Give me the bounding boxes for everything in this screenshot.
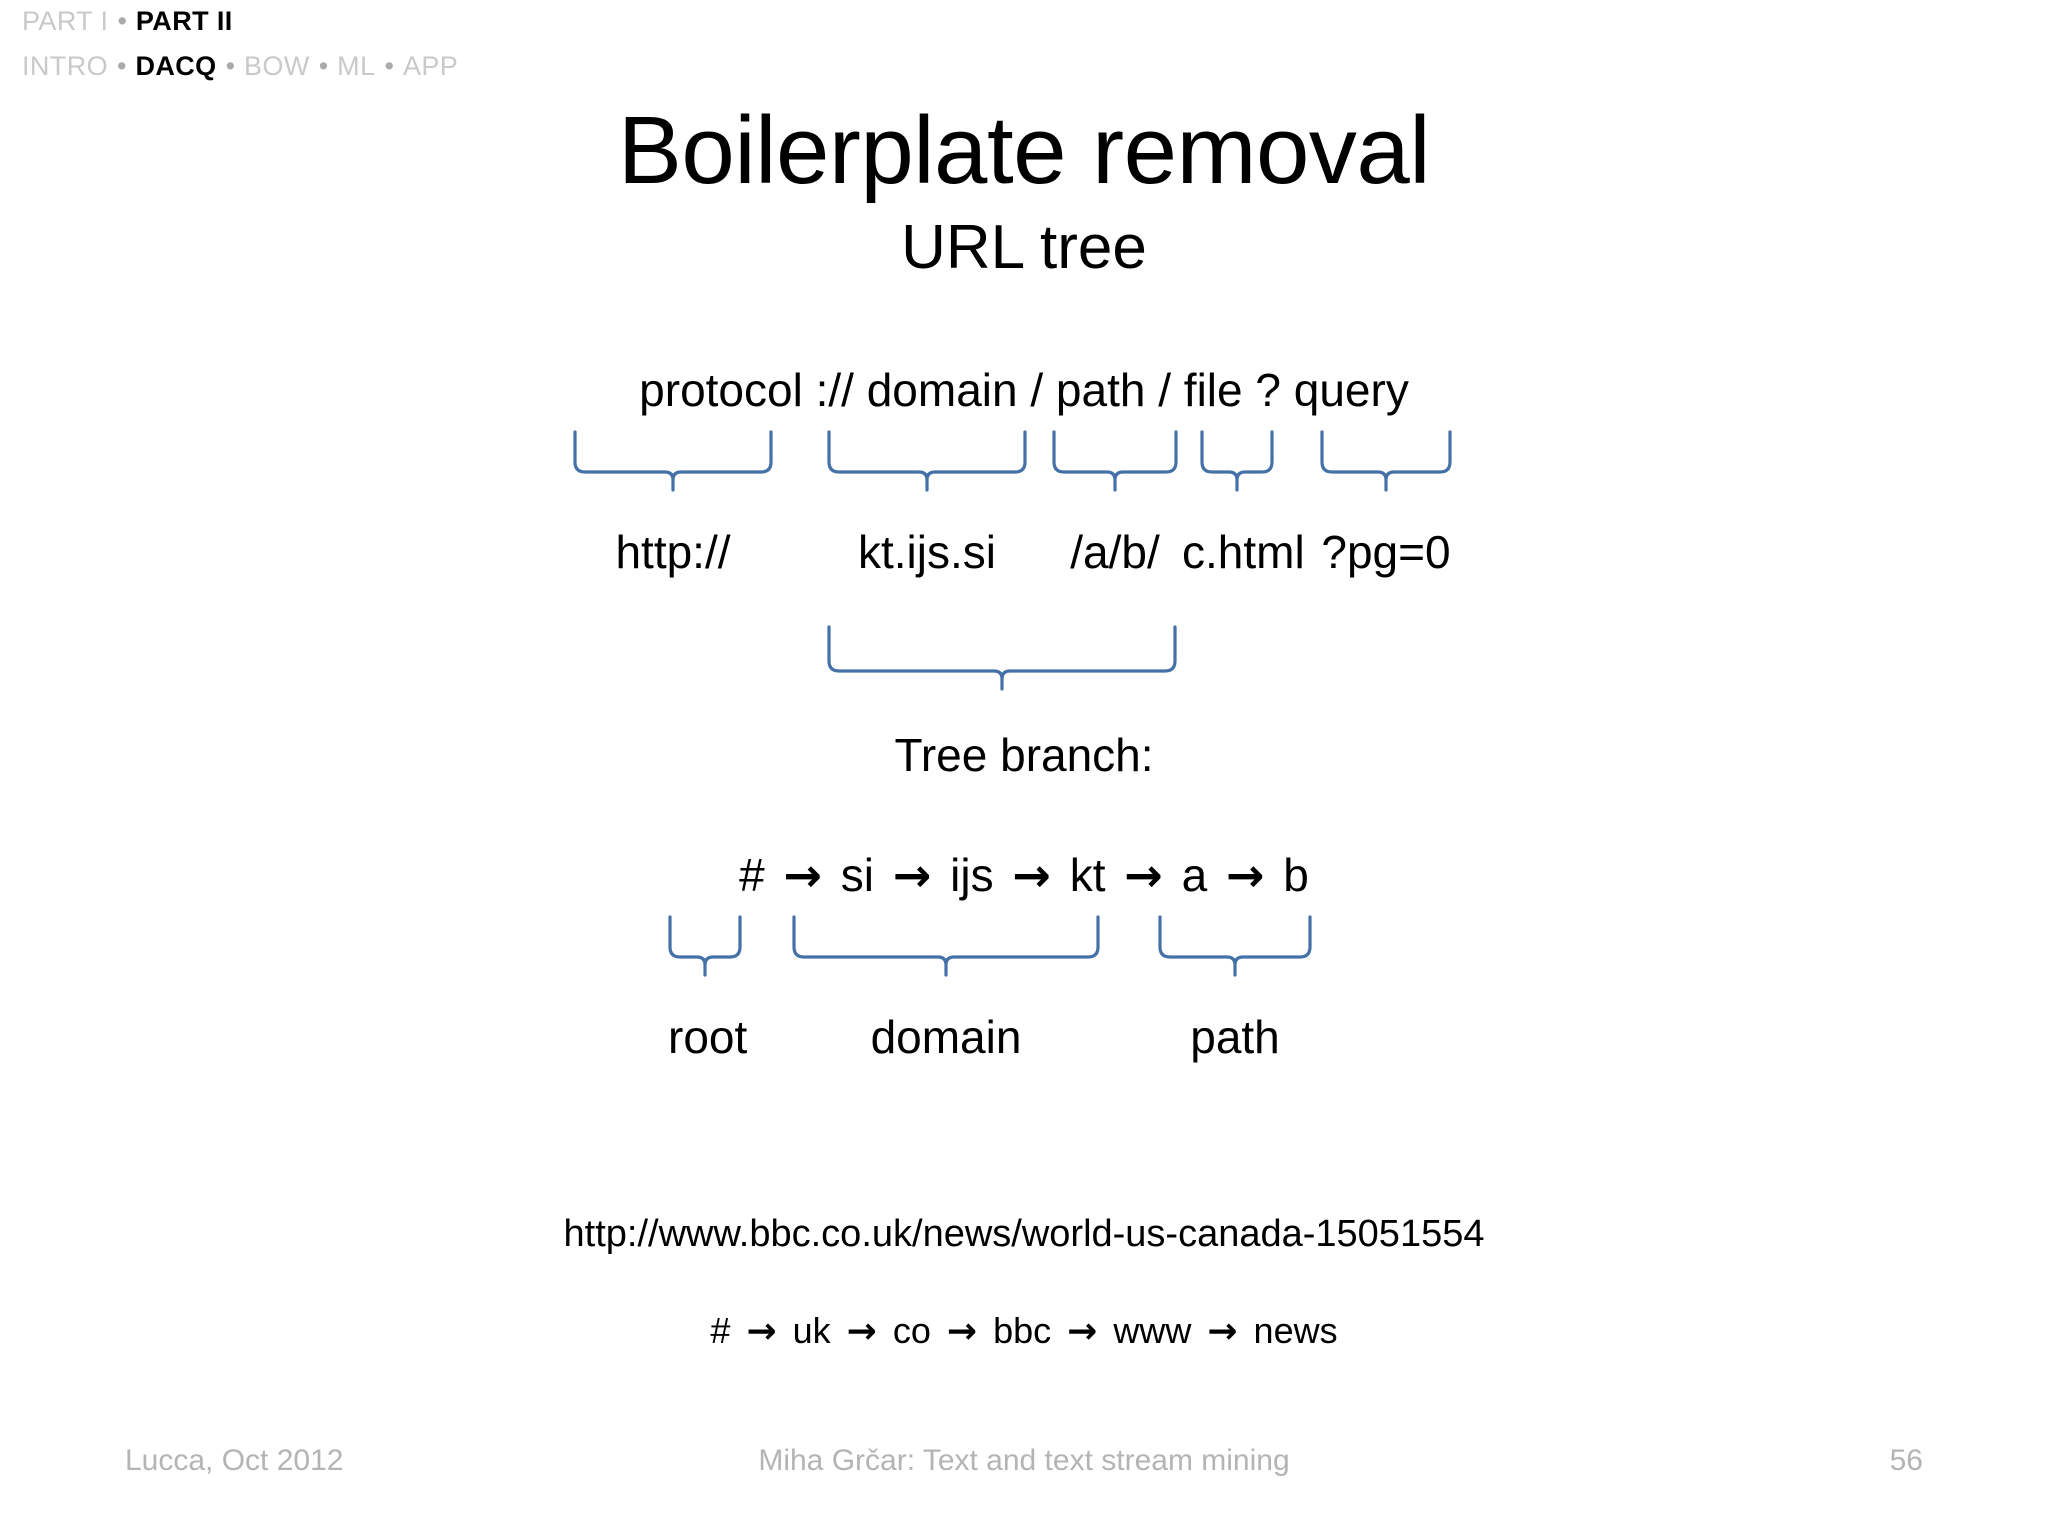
arrow-icon: → — [1012, 848, 1051, 902]
arrow-icon: → — [746, 1311, 777, 1352]
arrow-icon: → — [1124, 848, 1163, 902]
slide-page-number: 56 — [1889, 1444, 1923, 1477]
breadcrumb-item-part-i[interactable]: PART I — [22, 6, 109, 36]
example-tree-node-root: # — [710, 1310, 731, 1351]
arrow-icon: → — [1225, 848, 1265, 902]
breadcrumb: PART I • PART II INTRO • DACQ • BOW • ML… — [22, 8, 458, 80]
url-part-protocol: http:// — [615, 526, 731, 578]
bullet-separator-icon: • — [117, 51, 127, 81]
tree-path-line: # → si → ijs → kt → a → b — [0, 848, 2048, 902]
tree-node-a: a — [1181, 849, 1208, 901]
brace-query — [1320, 430, 1452, 492]
url-template-line: protocol :// domain / path / file ? quer… — [639, 364, 1409, 416]
breadcrumb-item-intro[interactable]: INTRO — [22, 51, 108, 81]
url-part-query: ?pg=0 — [1321, 526, 1451, 578]
breadcrumb-row-part: PART I • PART II — [22, 8, 458, 35]
brace-domain-segment — [792, 915, 1100, 977]
arrow-icon: → — [846, 1311, 877, 1352]
arrow-icon: → — [1207, 1311, 1238, 1352]
brace-tree-branch — [827, 625, 1177, 691]
brace-root — [668, 915, 742, 977]
breadcrumb-item-part-ii[interactable]: PART II — [135, 6, 233, 36]
brace-domain — [827, 430, 1027, 492]
breadcrumb-item-app[interactable]: APP — [402, 51, 459, 81]
example-url: http://www.bbc.co.uk/news/world-us-canad… — [563, 1213, 1485, 1255]
bullet-separator-icon: • — [117, 6, 127, 36]
tree-branch-label: Tree branch: — [894, 729, 1154, 781]
example-tree-node-uk: uk — [792, 1310, 831, 1351]
brace-protocol — [573, 430, 773, 492]
segment-label-root: root — [668, 1011, 748, 1063]
tree-node-si: si — [840, 849, 875, 901]
segment-label-path: path — [1190, 1011, 1280, 1063]
segment-label-domain: domain — [870, 1011, 1022, 1063]
tree-node-root: # — [739, 849, 765, 901]
breadcrumb-item-dacq[interactable]: DACQ — [135, 51, 217, 81]
bullet-separator-icon: • — [318, 51, 329, 81]
arrow-icon: → — [1067, 1311, 1098, 1352]
tree-node-kt: kt — [1069, 849, 1106, 901]
example-tree-path-line: # → uk → co → bbc → www → news — [0, 1310, 2048, 1352]
slide-footer: Lucca, Oct 2012 Miha Grčar: Text and tex… — [0, 1426, 2048, 1536]
example-tree-node-bbc: bbc — [993, 1310, 1052, 1351]
tree-node-ijs: ijs — [950, 849, 994, 901]
url-part-path: /a/b/ — [1070, 526, 1160, 578]
url-part-file: c.html — [1182, 526, 1305, 578]
bullet-separator-icon: • — [384, 51, 394, 81]
brace-path-segment — [1158, 915, 1312, 977]
url-part-domain: kt.ijs.si — [858, 526, 996, 578]
arrow-icon: → — [892, 848, 932, 902]
breadcrumb-item-bow[interactable]: BOW — [244, 51, 310, 81]
bullet-separator-icon: • — [225, 51, 236, 81]
example-tree-node-news: news — [1253, 1310, 1338, 1351]
brace-file — [1200, 430, 1274, 492]
page-title: Boilerplate removal — [617, 97, 1431, 204]
arrow-icon: → — [783, 848, 823, 902]
footer-location-date: Lucca, Oct 2012 — [125, 1444, 344, 1477]
example-tree-node-co: co — [892, 1310, 931, 1351]
footer-author-title: Miha Grčar: Text and text stream mining — [758, 1444, 1290, 1477]
page-subtitle: URL tree — [901, 213, 1147, 282]
brace-path — [1052, 430, 1178, 492]
breadcrumb-row-section: INTRO • DACQ • BOW • ML • APP — [22, 53, 458, 80]
tree-node-b: b — [1283, 849, 1309, 901]
arrow-icon: → — [946, 1311, 978, 1352]
breadcrumb-item-ml[interactable]: ML — [337, 51, 376, 81]
example-tree-node-www: www — [1113, 1310, 1192, 1351]
